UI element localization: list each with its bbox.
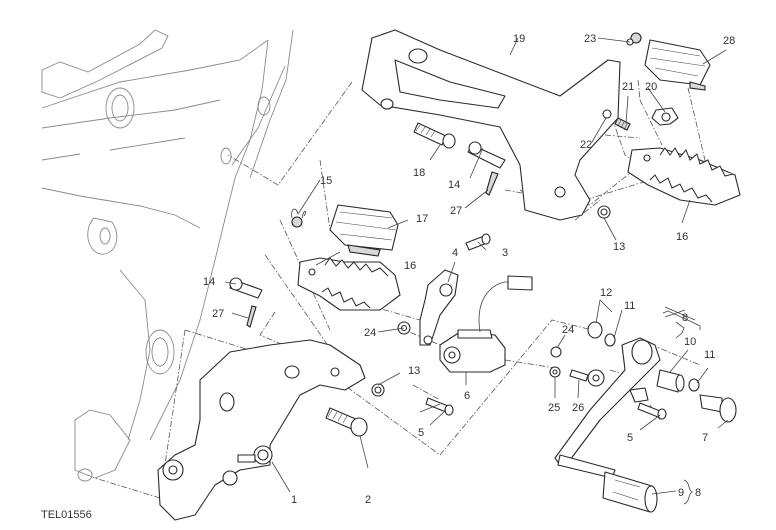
part-23-cap bbox=[626, 32, 642, 46]
part-11-washer-right bbox=[688, 378, 700, 392]
part-18-bolt bbox=[413, 122, 456, 149]
callout-16-left: 16 bbox=[404, 260, 416, 272]
callout-4: 4 bbox=[452, 247, 458, 259]
part-10-bushing bbox=[656, 369, 685, 393]
part-7-pivot-pin bbox=[699, 394, 737, 423]
callout-19: 19 bbox=[513, 33, 525, 45]
brace-9-8 bbox=[683, 479, 693, 505]
part-6-master-cylinder bbox=[439, 275, 533, 373]
part-14-pin-top bbox=[467, 141, 506, 169]
callout-11-right: 11 bbox=[704, 349, 715, 361]
part-8-brake-lever bbox=[554, 337, 661, 479]
callout-14-left: 14 bbox=[203, 276, 215, 288]
callout-22: 22 bbox=[580, 139, 592, 151]
callout-14-top: 14 bbox=[448, 179, 460, 191]
callout-21: 21 bbox=[622, 81, 634, 93]
part-13-washer-left bbox=[371, 383, 385, 397]
callout-27-left: 27 bbox=[212, 308, 224, 320]
callout-5-right: 5 bbox=[627, 432, 633, 444]
part-5-bolt-left bbox=[425, 397, 454, 416]
diagram-reference-code: TEL01556 bbox=[41, 509, 92, 521]
callout-18: 18 bbox=[413, 167, 425, 179]
part-14-pin-left bbox=[229, 277, 263, 299]
callout-3: 3 bbox=[502, 247, 508, 259]
part-12-washer bbox=[587, 321, 603, 339]
part-21-spring bbox=[614, 117, 631, 131]
callout-11-left: 11 bbox=[624, 300, 635, 312]
assembly-lines bbox=[94, 79, 713, 499]
callout-16-right: 16 bbox=[676, 231, 688, 243]
callout-7: 7 bbox=[702, 432, 708, 444]
part-16-rear-footpeg bbox=[627, 147, 741, 206]
part-24-bushing-right bbox=[550, 346, 562, 358]
callout-8-bottom: 8 bbox=[695, 487, 701, 499]
part-27-cotter-pin-left bbox=[246, 305, 257, 328]
part-20-plate bbox=[651, 107, 679, 126]
callout-1: 1 bbox=[291, 494, 297, 506]
part-4-lever bbox=[419, 269, 459, 346]
callout-labels: 1 2 3 4 5 5 6 7 8 8 9 10 11 11 12 13 13 … bbox=[203, 33, 735, 506]
callout-24-left: 24 bbox=[364, 327, 376, 339]
callout-23: 23 bbox=[584, 33, 596, 45]
callout-15: 15 bbox=[320, 175, 332, 187]
part-28-rubber-insert bbox=[644, 39, 711, 91]
part-2-bolt bbox=[325, 407, 368, 437]
part-26-rod-end bbox=[569, 369, 605, 387]
leader-lines bbox=[224, 37, 729, 495]
part-17-rubber-insert bbox=[329, 204, 399, 257]
part-22-ball bbox=[602, 109, 612, 119]
callout-24-right: 24 bbox=[562, 324, 574, 336]
callout-25: 25 bbox=[548, 402, 560, 414]
part-1-main-bracket bbox=[157, 339, 366, 521]
part-3-bolt bbox=[465, 233, 491, 251]
callout-10: 10 bbox=[684, 336, 696, 348]
callout-2: 2 bbox=[365, 494, 371, 506]
callout-13-top: 13 bbox=[613, 241, 625, 253]
part-16-front-footpeg bbox=[297, 257, 401, 311]
part-11-washer-left bbox=[604, 333, 616, 347]
part-13-washer-top bbox=[597, 205, 611, 219]
callout-13-left: 13 bbox=[408, 365, 420, 377]
callout-6: 6 bbox=[464, 390, 470, 402]
part-25-nut bbox=[549, 366, 561, 378]
callout-27-top: 27 bbox=[450, 205, 462, 217]
motorcycle-frame bbox=[41, 29, 294, 482]
callout-17: 17 bbox=[416, 213, 428, 225]
callout-12: 12 bbox=[600, 287, 612, 299]
callout-26: 26 bbox=[572, 402, 584, 414]
part-19-rear-bracket bbox=[361, 29, 621, 221]
callout-8-top: 8 bbox=[682, 312, 688, 324]
callout-5-left: 5 bbox=[418, 427, 424, 439]
part-15-spring bbox=[291, 208, 307, 228]
part-27-cotter-pin-top bbox=[485, 171, 499, 196]
part-5-bolt-right bbox=[637, 402, 667, 420]
brace-8-group bbox=[662, 310, 701, 330]
callout-9: 9 bbox=[678, 487, 684, 499]
callout-20: 20 bbox=[645, 81, 657, 93]
part-9-pedal-rubber bbox=[602, 471, 658, 513]
callout-28: 28 bbox=[723, 35, 735, 47]
